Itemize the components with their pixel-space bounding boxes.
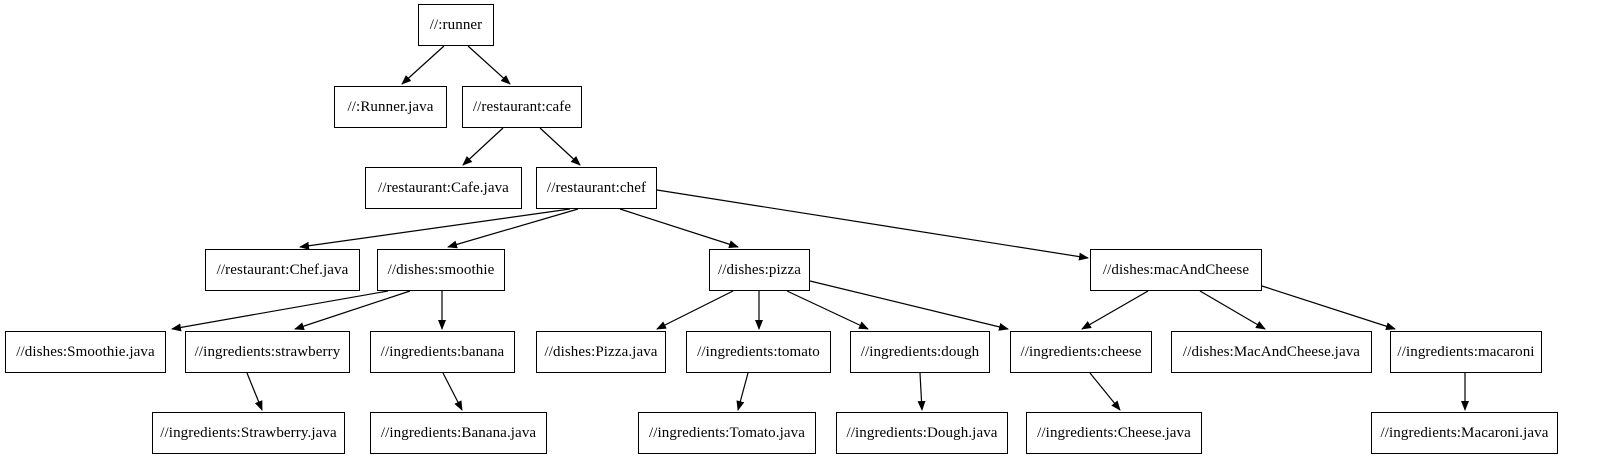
graph-edge-strawberry-to-strawberry_java [246,372,263,411]
node-label: //:Runner.java [347,98,434,115]
node-label: //dishes:MacAndCheese.java [1182,343,1361,360]
node-label: //:runner [429,16,483,33]
graph-node-cheese[interactable]: //ingredients:cheese [1010,331,1152,373]
graph-node-cafe[interactable]: //restaurant:cafe [462,86,582,128]
node-label: //dishes:smoothie [387,261,495,278]
graph-node-macaroni[interactable]: //ingredients:macaroni [1390,331,1542,373]
graph-node-pizza_java[interactable]: //dishes:Pizza.java [536,331,666,373]
graph-node-cheese_java[interactable]: //ingredients:Cheese.java [1026,412,1202,454]
graph-node-dough[interactable]: //ingredients:dough [850,331,990,373]
node-label: //ingredients:Dough.java [846,424,998,441]
graph-node-strawberry[interactable]: //ingredients:strawberry [185,331,350,373]
graph-node-macandcheese_java[interactable]: //dishes:MacAndCheese.java [1171,331,1372,373]
graph-node-smoothie_java[interactable]: //dishes:Smoothie.java [5,331,166,373]
graph-node-pizza[interactable]: //dishes:pizza [709,249,810,291]
graph-node-strawberry_java[interactable]: //ingredients:Strawberry.java [152,412,345,454]
graph-edge-pizza-to-cheese [809,280,1009,331]
node-label: //ingredients:tomato [697,343,820,360]
graph-edge-macandcheese-to-cheese [1081,290,1149,330]
graph-node-tomato_java[interactable]: //ingredients:Tomato.java [638,412,816,454]
graph-edge-pizza-to-dough [786,290,869,330]
graph-node-runner_java[interactable]: //:Runner.java [334,86,447,128]
graph-node-runner[interactable]: //:runner [418,4,494,46]
node-label: //ingredients:Strawberry.java [160,424,337,441]
node-label: //restaurant:Cafe.java [378,179,509,196]
node-label: //ingredients:Macaroni.java [1380,424,1549,441]
graph-edge-banana-to-banana_java [442,372,463,411]
node-label: //dishes:pizza [717,261,802,278]
graph-edge-runner-to-cafe [467,45,511,85]
graph-node-smoothie[interactable]: //dishes:smoothie [377,249,505,291]
graph-node-macaroni_java[interactable]: //ingredients:Macaroni.java [1371,412,1558,454]
graph-node-banana[interactable]: //ingredients:banana [370,331,515,373]
node-label: //restaurant:Chef.java [216,261,349,278]
graph-edge-runner-to-runner_java [401,45,445,85]
graph-edge-macandcheese-to-macaroni [1261,285,1396,331]
graph-node-chef[interactable]: //restaurant:chef [536,167,657,209]
graph-edge-cafe-to-chef [539,127,581,166]
graph-edge-tomato-to-tomato_java [736,372,749,411]
graph-edge-chef-to-smoothie [447,208,579,249]
graph-edge-macandcheese-to-macandcheese_java [1199,290,1266,330]
graph-node-macandcheese[interactable]: //dishes:macAndCheese [1090,249,1262,291]
node-label: //restaurant:cafe [472,98,572,115]
graph-node-dough_java[interactable]: //ingredients:Dough.java [836,412,1008,454]
graph-edge-smoothie-to-strawberry [294,290,411,330]
graph-edge-chef-to-chef_java [299,208,571,250]
graph-edge-chef-to-pizza [619,208,739,249]
node-label: //dishes:macAndCheese [1102,261,1250,278]
node-label: //ingredients:banana [380,343,505,360]
graph-node-cafe_java[interactable]: //restaurant:Cafe.java [365,167,522,209]
node-label: //ingredients:dough [860,343,980,360]
node-label: //dishes:Smoothie.java [16,343,155,360]
node-label: //restaurant:chef [546,179,647,196]
graph-edge-cafe-to-cafe_java [462,127,504,166]
node-label: //ingredients:cheese [1020,343,1142,360]
node-label: //ingredients:macaroni [1397,343,1535,360]
node-label: //ingredients:Cheese.java [1037,424,1191,441]
node-label: //dishes:Pizza.java [544,343,658,360]
graph-edge-smoothie-to-smoothie_java [171,290,389,332]
graph-edge-pizza-to-pizza_java [656,290,734,330]
graph-edge-cheese-to-cheese_java [1089,372,1121,411]
graph-edge-dough-to-dough_java [917,372,926,411]
node-label: //ingredients:Tomato.java [649,424,805,441]
graph-node-banana_java[interactable]: //ingredients:Banana.java [370,412,547,454]
graph-node-tomato[interactable]: //ingredients:tomato [686,331,831,373]
node-label: //ingredients:strawberry [194,343,341,360]
node-label: //ingredients:Banana.java [380,424,537,441]
graph-edge-chef-to-macandcheese [656,189,1089,261]
graph-node-chef_java[interactable]: //restaurant:Chef.java [205,249,360,291]
